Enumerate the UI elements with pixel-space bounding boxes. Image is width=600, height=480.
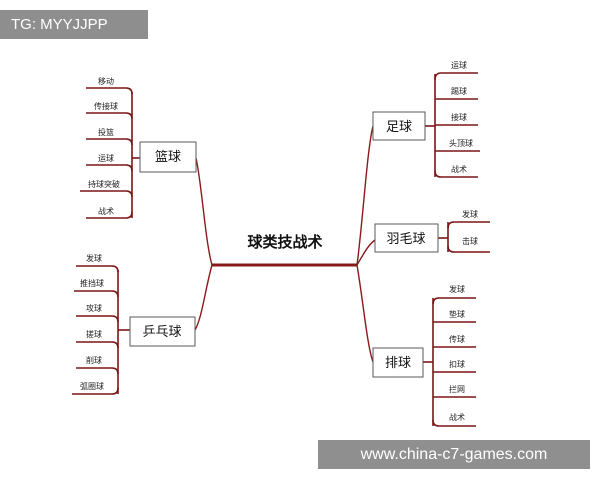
- branch-volleyball: 排球 发球 垫球 传球 扣球 拦网 战术: [372, 284, 476, 427]
- url-badge: www.china-c7-games.com: [318, 440, 590, 469]
- leaf-text: 垫球: [449, 309, 465, 319]
- football-node: [372, 111, 426, 141]
- link-basketball: [195, 157, 213, 266]
- volleyball-node: [372, 347, 424, 378]
- leaf-text: 接球: [451, 112, 467, 122]
- leaf-text: 头顶球: [449, 138, 473, 148]
- leaf-text: 运球: [98, 153, 114, 163]
- link-football: [356, 125, 374, 266]
- leaf-text: 攻球: [86, 303, 102, 313]
- badminton-label: 羽毛球: [386, 232, 425, 247]
- leaf-text: 搓球: [86, 329, 102, 339]
- branch-table-tennis: 乒乓球 发球 推挡球 攻球 搓球 削球 弧圈球: [72, 253, 196, 395]
- tg-badge: TG: MYYJJPP: [0, 10, 148, 39]
- basketball-label: 篮球: [155, 150, 181, 165]
- leaf-text: 战术: [98, 206, 114, 216]
- leaf-text: 发球: [449, 284, 465, 294]
- center-label: 球类技战术: [247, 233, 322, 251]
- leaf-text: 运球: [451, 60, 467, 70]
- trunk-lines: [194, 125, 376, 363]
- center-node: 球类技战术: [247, 233, 322, 251]
- leaf-text: 传接球: [94, 101, 118, 111]
- branch-badminton: 羽毛球 发球 击球: [374, 209, 490, 253]
- leaf-text: 削球: [86, 355, 102, 365]
- branch-football: 足球 运球 踢球 接球 头顶球 战术: [372, 60, 480, 178]
- volleyball-leaves: 发球 垫球 传球 扣球 拦网 战术: [432, 284, 476, 427]
- leaf-text: 击球: [462, 236, 478, 246]
- leaf-text: 传球: [449, 334, 465, 344]
- leaf-text: 扣球: [449, 359, 465, 369]
- basketball-node: [139, 141, 197, 173]
- leaf-text: 移动: [98, 76, 114, 86]
- football-leaves: 运球 踢球 接球 头顶球 战术: [434, 60, 480, 178]
- table-tennis-label: 乒乓球: [142, 325, 181, 340]
- link-volleyball: [356, 264, 374, 363]
- leaf-text: 踢球: [451, 86, 467, 96]
- table-tennis-leaves: 发球 推挡球 攻球 搓球 削球 弧圈球: [72, 253, 119, 395]
- leaf-text: 发球: [86, 253, 102, 263]
- leaf-text: 拦网: [449, 384, 465, 394]
- link-badminton: [356, 239, 376, 266]
- basketball-leaves: 移动 传接球 投篮 运球 持球突破 战术: [80, 76, 133, 219]
- branch-basketball: 篮球 移动 传接球 投篮 运球 持球突破 战术: [80, 76, 197, 219]
- table-tennis-node: [129, 316, 196, 347]
- link-table-tennis: [194, 264, 213, 331]
- leaf-text: 持球突破: [88, 179, 120, 189]
- leaf-text: 推挡球: [80, 278, 104, 288]
- badminton-node: [374, 223, 439, 253]
- leaf-text: 战术: [449, 412, 465, 422]
- leaf-text: 战术: [451, 164, 467, 174]
- football-label: 足球: [386, 120, 412, 135]
- leaf-text: 弧圈球: [80, 381, 104, 391]
- leaf-text: 发球: [462, 209, 478, 219]
- badminton-leaves: 发球 击球: [447, 209, 490, 253]
- leaf-text: 投篮: [98, 127, 114, 137]
- volleyball-label: 排球: [385, 356, 411, 371]
